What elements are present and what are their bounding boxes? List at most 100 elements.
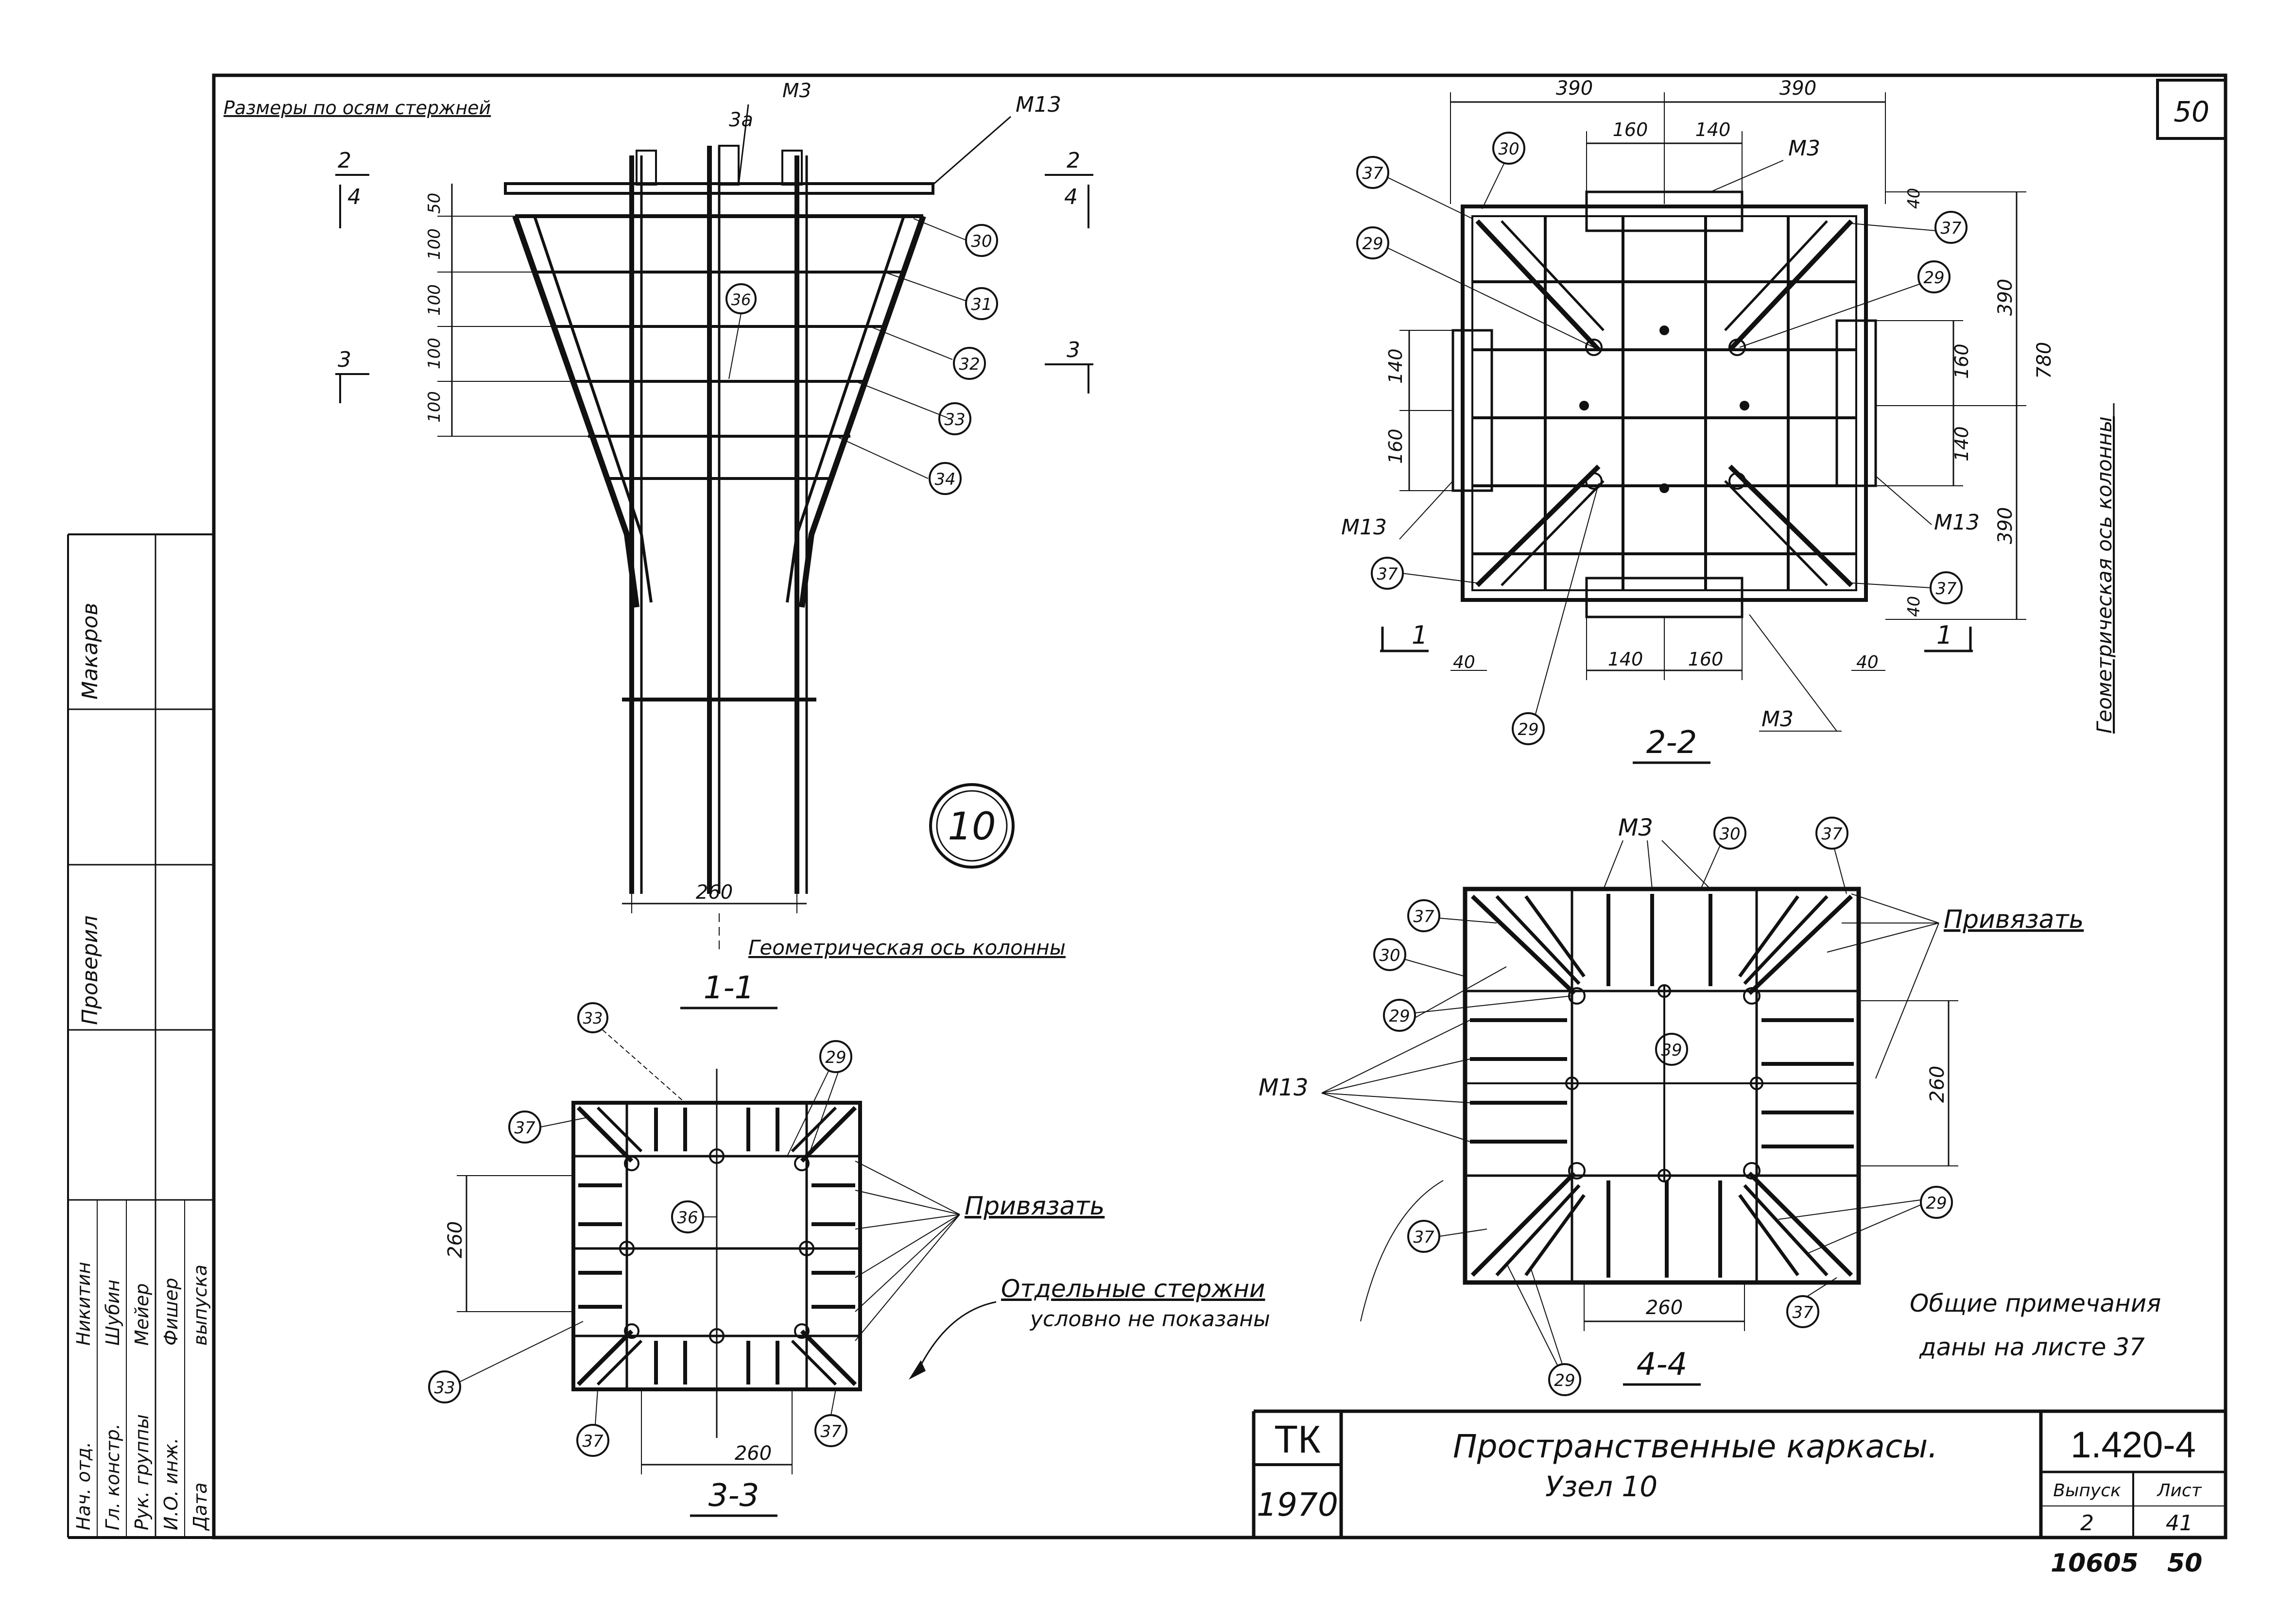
general-notes-line1: Общие примечания <box>1910 1289 2161 1317</box>
section-marker-3-left: 3 <box>335 347 369 403</box>
stamp-role-0: Нач. отд. <box>73 1442 94 1530</box>
bubble-2-2-37-bl: 37 <box>1371 557 1478 590</box>
node-mark-10: 10 <box>929 783 1015 869</box>
dim-2-2-inner-top-1: 140 <box>1695 119 1731 140</box>
bubble-4-4-37-br: 37 <box>1786 1277 1837 1328</box>
dim-2-2-40-bot: 40 <box>1904 596 1924 617</box>
bubble-3-3-37-br: 37 <box>814 1389 847 1447</box>
title-sheet: 41 <box>2166 1511 2193 1536</box>
bubble-4-4-29-left: 29 <box>1383 966 1572 1032</box>
dim-2-2-left-1: 160 <box>1385 428 1406 464</box>
bubble-2-2-37-br: 37 <box>1851 571 1963 604</box>
mark-m13-4-4: М13 <box>1259 1074 1309 1101</box>
bubble-32: 32 <box>953 347 986 380</box>
side-stamp: Проверил Макаров Нач. отд. Гл. констр. Р… <box>68 533 214 1538</box>
svg-text:37: 37 <box>1413 1228 1434 1247</box>
svg-text:37: 37 <box>820 1422 842 1441</box>
view-title-2-2: 2-2 <box>1646 725 1697 761</box>
bubble-36: 36 <box>725 283 757 379</box>
svg-text:3: 3 <box>1067 338 1080 362</box>
section-marker-3-right: 3 <box>1045 338 1093 393</box>
bubble-34: 34 <box>929 462 962 495</box>
bubble-2-2-30: 30 <box>1482 132 1525 209</box>
dim-1-1-bottom: 260 <box>696 881 733 904</box>
omit-note-line1: Отдельные стержни <box>1001 1275 1265 1303</box>
bubble-3-3-36: 36 <box>671 1200 717 1233</box>
size-note: Размеры по осям стержней <box>224 97 491 119</box>
archive-sheet: 50 <box>2167 1549 2202 1578</box>
dim-2-2-top-0: 390 <box>1556 77 1593 100</box>
dim-2-2-bottom-0: 140 <box>1608 649 1643 670</box>
bubble-4-4-29-right: 29 <box>1778 1186 1953 1254</box>
svg-text:30: 30 <box>971 232 992 251</box>
svg-text:3: 3 <box>338 347 351 372</box>
stamp-role-2: Рук. группы <box>131 1414 153 1530</box>
svg-text:33: 33 <box>434 1378 455 1398</box>
svg-text:37: 37 <box>1940 219 1962 238</box>
bubble-30: 30 <box>965 224 998 257</box>
svg-text:30: 30 <box>1719 824 1740 844</box>
svg-text:32: 32 <box>959 355 980 374</box>
dim-2-2-inner-top-0: 160 <box>1613 119 1648 140</box>
svg-text:37: 37 <box>1377 564 1398 584</box>
omit-note-line2: условно не показаны <box>1029 1307 1270 1332</box>
svg-text:1: 1 <box>1412 621 1428 650</box>
tie-note-4-4: Привязать <box>1944 905 2084 934</box>
bubble-2-2-29-tl: 29 <box>1356 226 1594 348</box>
svg-text:37: 37 <box>1413 907 1434 926</box>
mark-m3-top: М3 <box>782 80 811 102</box>
sheet-frame <box>67 73 2227 1539</box>
dim-1-1-left-0: 50 <box>425 193 444 214</box>
title-issue-label: Выпуск <box>2053 1481 2121 1501</box>
stamp-name-0: Никитин <box>73 1262 94 1346</box>
section-marker-1-right: 1 <box>1924 621 1973 652</box>
bubble-4-4-29-bottom: 29 <box>1506 1263 1581 1396</box>
svg-text:37: 37 <box>514 1118 535 1138</box>
dim-2-2-right-outer-0: 390 <box>1994 279 2017 316</box>
dim-3-3-bottom: 260 <box>735 1442 772 1465</box>
bubble-2-2-29-tr: 29 <box>1739 260 1951 348</box>
svg-text:37: 37 <box>1935 579 1957 598</box>
title-year: 1970 <box>1257 1486 1338 1523</box>
svg-text:2: 2 <box>338 148 351 173</box>
dim-1-1-left-1: 100 <box>425 228 444 260</box>
title-series: 1.420-4 <box>2071 1424 2196 1466</box>
dim-2-2-40-top: 40 <box>1904 188 1924 209</box>
mark-m13-2-2-left: М13 <box>1341 515 1387 540</box>
svg-text:1: 1 <box>1936 621 1952 650</box>
general-notes-line2: даны на листе 37 <box>1919 1333 2145 1361</box>
title-sheet-label: Лист <box>2156 1481 2202 1501</box>
mark-m3-2-2-top: М3 <box>1788 136 1820 161</box>
stamp-name-3: Фишер <box>160 1278 182 1346</box>
section-marker-2-left: 2 4 <box>335 148 369 228</box>
view-1-1: Размеры по осям стержней 3а М3 М13 <box>224 80 1093 1009</box>
bubble-4-4-37-bl: 37 <box>1407 1220 1487 1253</box>
svg-text:39: 39 <box>1661 1041 1682 1060</box>
sheet-number: 50 <box>2174 95 2210 128</box>
view-title-1-1: 1-1 <box>704 970 755 1006</box>
svg-text:29: 29 <box>1923 268 1944 288</box>
bubble-31: 31 <box>965 287 998 320</box>
title-block: ТК 1970 Пространственные каркасы. Узел 1… <box>1252 1409 2226 1538</box>
dim-2-2-right-outer-2: 390 <box>1994 507 2017 544</box>
dim-2-2-40-right: 40 <box>1856 652 1879 672</box>
axis-note-2-2: Геометрическая ось колонны <box>2092 416 2116 734</box>
svg-text:29: 29 <box>1389 1007 1410 1026</box>
mark-m3-4-4: М3 <box>1618 814 1653 841</box>
bubble-2-2-37-tl: 37 <box>1356 156 1473 219</box>
stamp-role-4: Дата <box>190 1483 211 1531</box>
svg-text:34: 34 <box>934 470 955 489</box>
stamp-header-name: Макаров <box>78 603 103 700</box>
svg-text:37: 37 <box>582 1432 604 1451</box>
svg-text:29: 29 <box>825 1048 846 1067</box>
svg-text:37: 37 <box>1362 164 1383 183</box>
mark-m13-2-2-right: М13 <box>1934 510 1980 535</box>
title-line1: Пространственные каркасы. <box>1453 1428 1938 1465</box>
svg-text:29: 29 <box>1362 234 1383 254</box>
svg-text:33: 33 <box>944 410 965 429</box>
dim-3-3-left: 260 <box>444 1221 466 1258</box>
bubble-3-3-33-top: 33 <box>577 1002 686 1103</box>
stamp-name-4: выпуска <box>190 1265 211 1346</box>
title-issue: 2 <box>2080 1511 2094 1536</box>
